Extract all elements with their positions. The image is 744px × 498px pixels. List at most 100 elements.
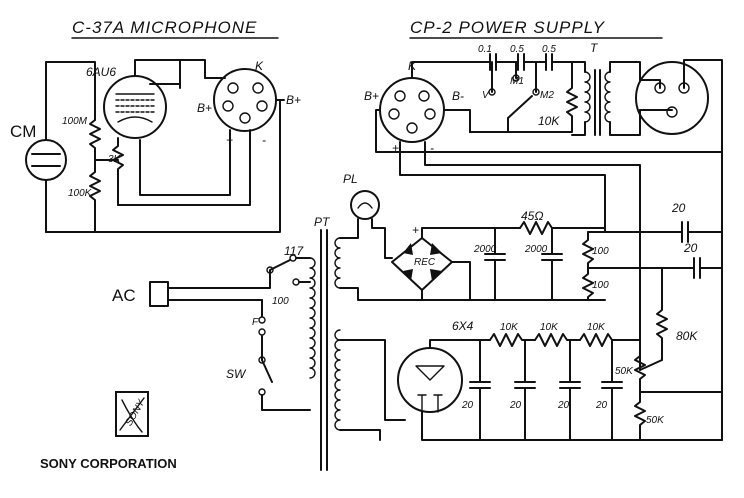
r-10ka-label: 10K	[500, 322, 519, 333]
r-100m-label: 100M	[62, 116, 88, 127]
switch-v-label: V	[482, 90, 490, 101]
ac-cord-wires	[181, 259, 291, 301]
rec-plus-label: +	[412, 223, 419, 237]
transformer-secondary-wires	[609, 61, 641, 136]
r-45	[519, 221, 606, 235]
ps-pin-4	[424, 108, 436, 120]
pot-wiper	[639, 359, 663, 371]
fuse-bottom	[258, 328, 266, 336]
r-3k	[112, 137, 124, 206]
r-10k-label: 10K	[538, 114, 560, 128]
mic-pin-1	[227, 82, 239, 94]
tube-6au6-grids	[115, 93, 155, 123]
pilot-lamp	[350, 190, 380, 220]
power-supply-output: K B+ B- + - 0.1 0.5 0.5 V M1 M2 10K T	[364, 41, 723, 441]
mic-grid-wire	[45, 61, 96, 121]
c-20b	[679, 257, 723, 279]
tap-100-label: 100	[272, 296, 289, 307]
output-connector-wires	[639, 59, 723, 441]
mic-ground-wire	[45, 99, 281, 233]
switch-arm	[507, 95, 533, 119]
tube-6au6-label: 6AU6	[86, 65, 116, 79]
mic-connector-minus: -	[262, 133, 266, 147]
connector-return-wire	[117, 129, 251, 206]
c-2000a-label: 2000	[473, 244, 497, 255]
c-20-1-label: 20	[461, 400, 474, 411]
power-transformer-label: PT	[314, 215, 331, 229]
c-20b-label: 20	[683, 241, 698, 255]
r-50ka-label: 50K	[615, 366, 634, 377]
cm-label: CM	[10, 122, 36, 141]
ac-plug-prongs	[167, 287, 183, 301]
r-10kb-label: 10K	[540, 322, 559, 333]
r-100k-label: 100K	[68, 188, 93, 199]
r-50kb	[634, 391, 646, 441]
ps-pin-1	[394, 90, 406, 102]
switch-label: SW	[226, 367, 247, 381]
r-45-label: 45Ω	[521, 209, 543, 223]
c-20-1	[469, 339, 491, 441]
tap-common-contact	[266, 266, 274, 274]
r-10k	[469, 61, 578, 133]
ps-bminus-wire	[443, 109, 471, 133]
mic-connector-bplus-right: B+	[286, 93, 301, 107]
r-100k	[89, 159, 101, 233]
power-supply-title: CP-2 POWER SUPPLY	[410, 18, 606, 37]
out-pin-3	[666, 106, 678, 118]
plate-wire	[134, 59, 181, 89]
switch-common-wire	[469, 117, 509, 133]
power-supply-hv: 6X4 10K 10K 10K 20 20 20 20 50K 50K 80K	[339, 267, 723, 441]
c-20-2	[514, 339, 536, 441]
ps-pin-2	[418, 90, 430, 102]
corporation-label: SONY CORPORATION	[40, 456, 177, 471]
r-50ka	[634, 339, 646, 393]
ps-connector-minus: -	[430, 141, 434, 155]
c-20a-label: 20	[671, 201, 686, 215]
r-100a-label: 100	[592, 246, 609, 257]
bridge-diodes	[403, 243, 442, 281]
transformer-t-label: T	[590, 41, 599, 55]
ps-connector-bplus: B+	[364, 89, 379, 103]
plate-to-connector-wire	[179, 59, 206, 79]
ps-dc-feed-wire	[399, 141, 606, 233]
c-20-2-label: 20	[509, 400, 522, 411]
ps-connector-bminus: B-	[452, 89, 464, 103]
c-20a	[604, 221, 723, 243]
microphone-circuit: 6AU6 K B+ B+ + - CM	[10, 59, 301, 233]
pt-heater-wires	[339, 234, 471, 301]
mic-pin-2	[252, 82, 264, 94]
tube-6x4-label: 6X4	[452, 319, 474, 333]
microphone-title: C-37A MICROPHONE	[72, 18, 257, 37]
c-20-3	[559, 339, 581, 441]
r-10kc	[579, 333, 641, 347]
c-20-3-label: 20	[557, 400, 570, 411]
transformer-primary-wires	[571, 61, 586, 136]
ac-label: AC	[112, 286, 136, 305]
r-80k	[656, 267, 668, 361]
power-supply-filter: PL PT + REC 45Ω 2000 2000	[309, 172, 723, 471]
ac-plug-body	[149, 281, 169, 307]
tap-wires	[295, 257, 311, 283]
switch-return-wire	[261, 394, 311, 411]
mic-connector-k-label: K	[255, 59, 264, 73]
switch-m2-label: M2	[540, 90, 554, 101]
mic-pin-4	[256, 100, 268, 112]
tube-6x4-cathode	[415, 365, 445, 381]
r-10kb	[534, 333, 581, 347]
r-10kc-label: 10K	[587, 322, 606, 333]
r-80k-label: 80K	[676, 329, 698, 343]
c-2000b	[541, 227, 563, 301]
ps-pin-5	[406, 122, 418, 134]
r-100b	[582, 267, 594, 301]
switch-lever	[261, 359, 273, 383]
mic-pin-5	[239, 112, 251, 124]
bridge-wires	[384, 227, 521, 301]
c-2000a	[484, 227, 506, 301]
pilot-lamp-filament	[357, 202, 373, 209]
divider-wires	[587, 231, 681, 269]
hv-return-wires	[339, 411, 723, 441]
switch-pivot	[258, 356, 266, 364]
sony-logo: SONY	[115, 391, 149, 437]
ps-bplus-wire	[375, 109, 723, 153]
pilot-lamp-label: PL	[343, 172, 358, 186]
